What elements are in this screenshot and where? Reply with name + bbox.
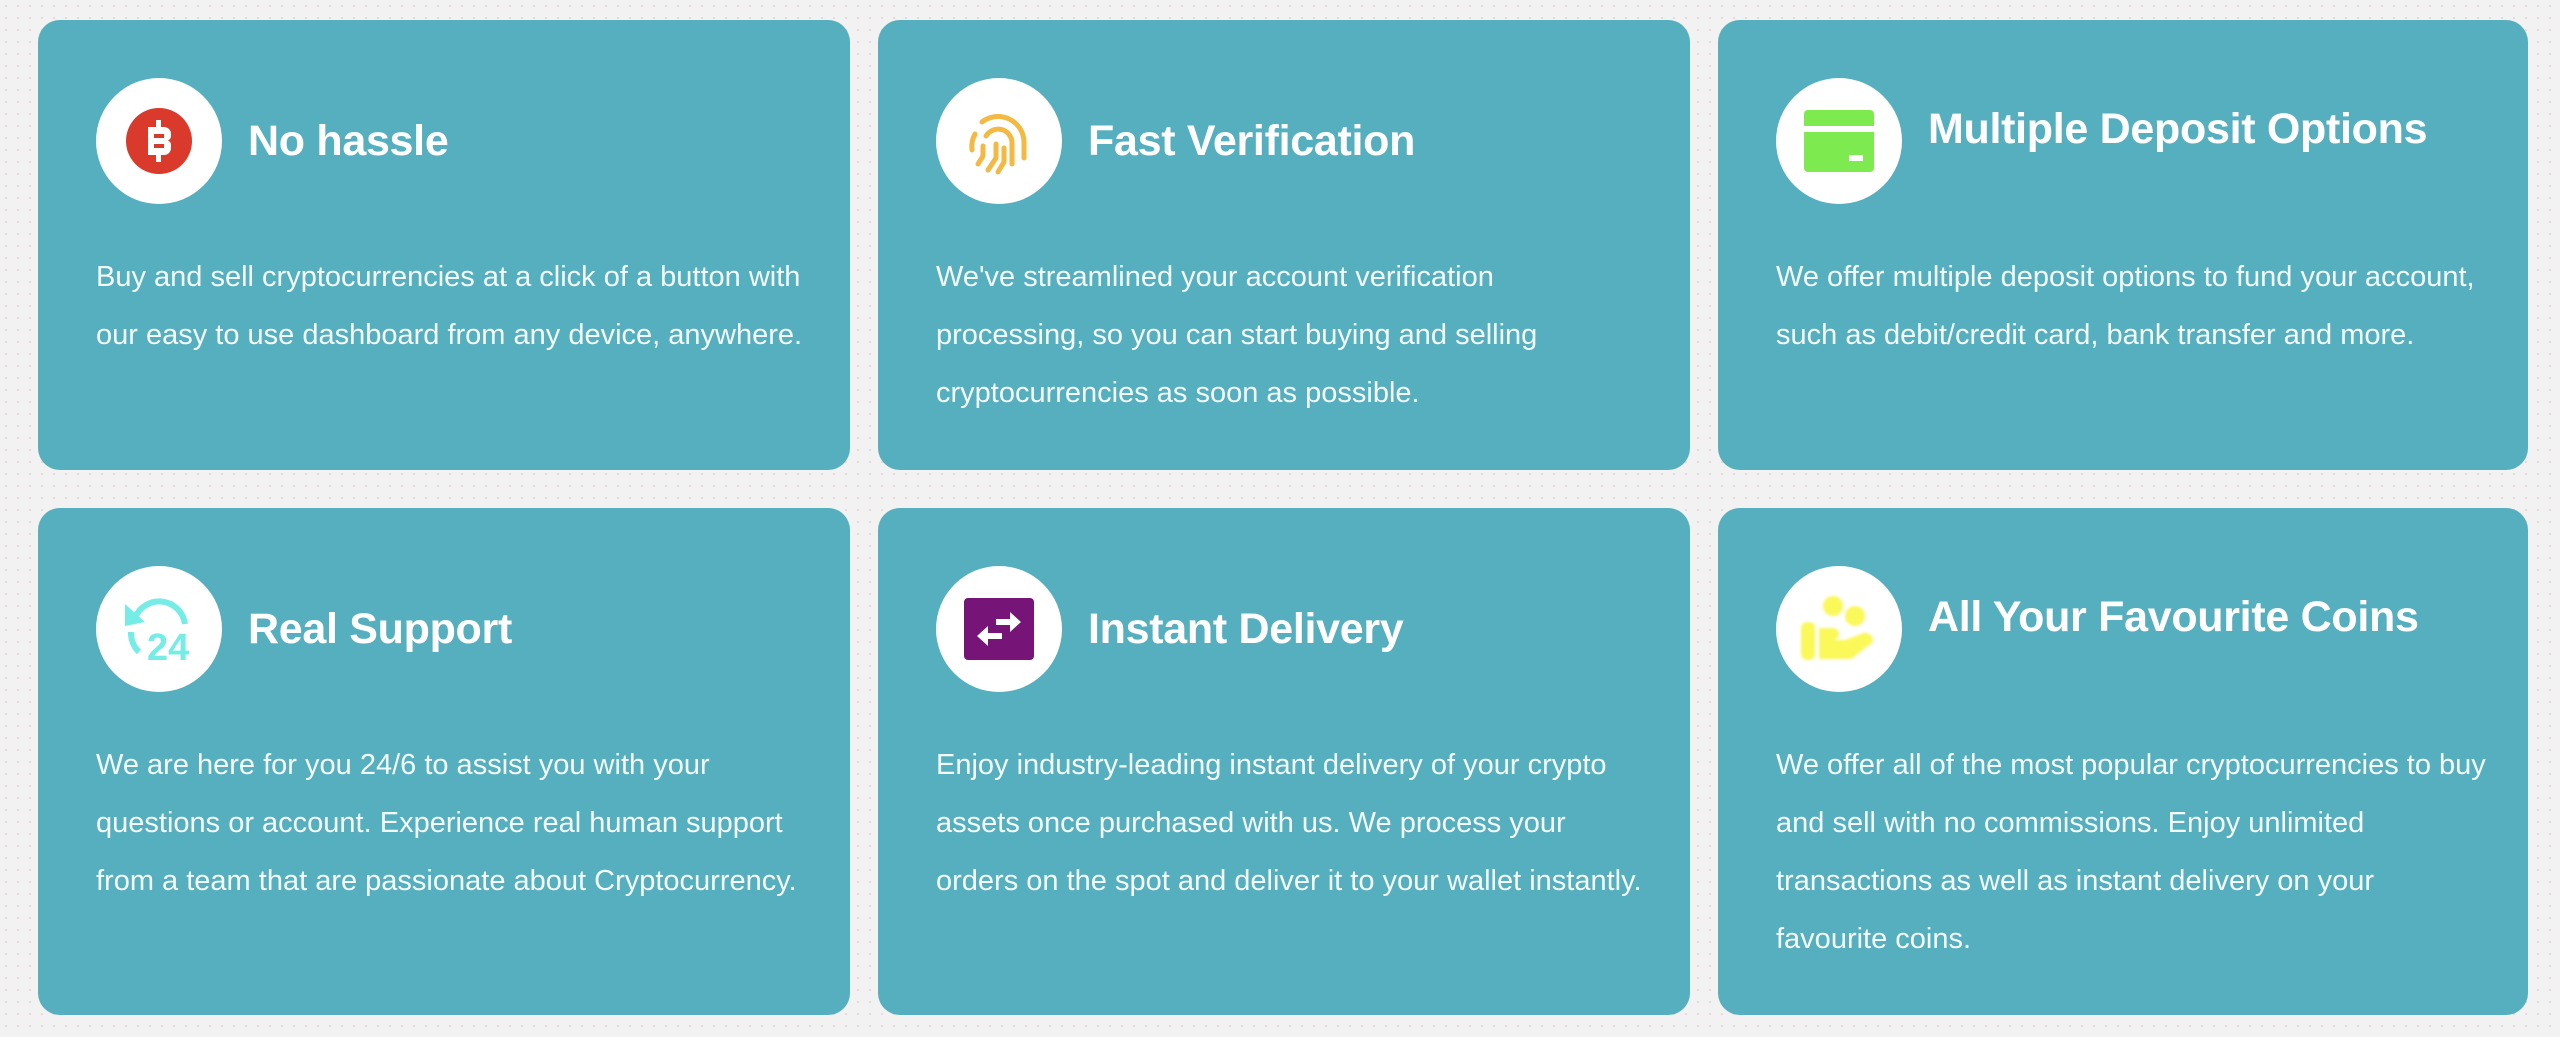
- feature-description: We offer multiple deposit options to fun…: [1776, 261, 2475, 351]
- exchange-arrows-icon: [964, 598, 1034, 660]
- feature-description: We offer all of the most popular cryptoc…: [1776, 749, 2486, 955]
- feature-title: Real Support: [248, 605, 512, 653]
- features-grid: No hassle Buy and sell cryptocurrencies …: [38, 20, 2528, 1015]
- svg-text:24: 24: [147, 627, 189, 662]
- bitcoin-coin-icon: [125, 107, 193, 175]
- feature-title: Instant Delivery: [1088, 605, 1404, 653]
- fingerprint-icon: [966, 106, 1032, 176]
- icon-circle: [1776, 566, 1902, 692]
- support-24-hours-icon: 24: [123, 596, 195, 662]
- icon-circle: [96, 78, 222, 204]
- feature-title: Multiple Deposit Options: [1928, 105, 2428, 153]
- icon-circle: [1776, 78, 1902, 204]
- credit-card-icon: [1804, 110, 1874, 172]
- feature-description: We've streamlined your account verificat…: [936, 261, 1538, 409]
- feature-title: No hassle: [248, 117, 449, 165]
- feature-card-real-support: 24 Real Support We are here for you 24/6…: [38, 508, 850, 1015]
- feature-card-instant-delivery: Instant Delivery Enjoy industry-leading …: [878, 508, 1690, 1015]
- feature-description: Buy and sell cryptocurrencies at a click…: [96, 261, 803, 351]
- feature-card-no-hassle: No hassle Buy and sell cryptocurrencies …: [38, 20, 850, 470]
- coins-in-hand-icon: [1799, 596, 1879, 662]
- feature-title: Fast Verification: [1088, 117, 1416, 165]
- feature-card-fast-verification: Fast Verification We've streamlined your…: [878, 20, 1690, 470]
- feature-description: Enjoy industry-leading instant delivery …: [936, 749, 1642, 897]
- icon-circle: [936, 566, 1062, 692]
- icon-circle: [936, 78, 1062, 204]
- feature-card-all-your-favourite-coins: All Your Favourite Coins We offer all of…: [1718, 508, 2528, 1015]
- icon-circle: 24: [96, 566, 222, 692]
- feature-title: All Your Favourite Coins: [1928, 593, 2419, 641]
- feature-description: We are here for you 24/6 to assist you w…: [96, 749, 797, 897]
- feature-card-multiple-deposit-options: Multiple Deposit Options We offer multip…: [1718, 20, 2528, 470]
